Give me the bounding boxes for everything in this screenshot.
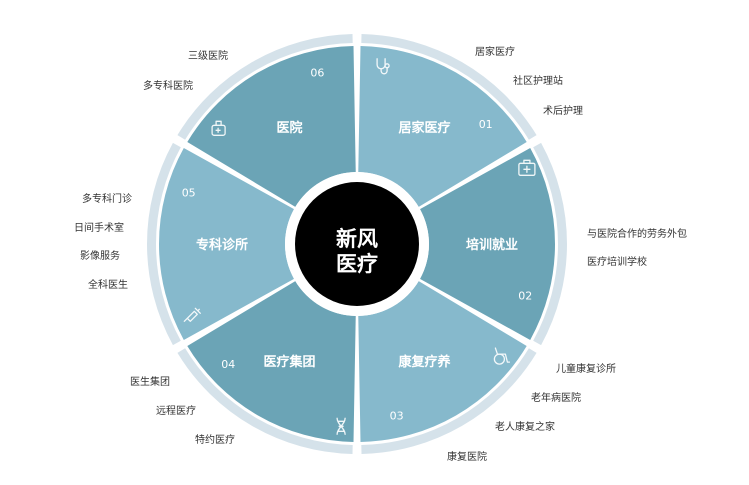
s1-item-2: 社区护理站: [513, 76, 563, 87]
s3-item-2: 老年病医院: [531, 393, 581, 404]
s2-ring: [533, 142, 567, 346]
s5-item-3: 影像服务: [80, 251, 120, 262]
s6-title: 医院: [276, 120, 302, 136]
s6-segment[interactable]: [187, 46, 356, 207]
s5-segment[interactable]: [158, 148, 295, 340]
s4-item-2: 远程医疗: [156, 406, 196, 417]
medical-kit-icon: [518, 159, 536, 176]
s4-segment[interactable]: [187, 281, 356, 442]
s2-item-1: 与医院合作的劳务外包: [587, 229, 687, 240]
s2-number: 02: [518, 290, 532, 303]
s3-item-4: 康复医院: [447, 452, 487, 463]
s4-number: 04: [221, 358, 235, 371]
syringe-icon: [183, 307, 201, 322]
s3-item-3: 老人康复之家: [495, 422, 555, 433]
doctor-bag-icon: [211, 120, 226, 136]
s5-title: 专科诊所: [196, 237, 248, 253]
s5-item-2: 日间手术室: [74, 223, 124, 234]
stethoscope-icon: [376, 58, 390, 75]
wheelchair-icon: [493, 347, 511, 365]
s4-title: 医疗集团: [263, 354, 315, 370]
s4-item-3: 特约医疗: [195, 435, 235, 446]
center-title-line1: 新风: [336, 227, 378, 251]
s6-item-2: 多专科医院: [143, 81, 193, 92]
s1-number: 01: [479, 118, 493, 131]
s3-number: 03: [390, 410, 404, 423]
s3-title: 康复疗养: [398, 354, 451, 370]
s1-item-1: 居家医疗: [475, 47, 515, 58]
s1-item-3: 术后护理: [543, 106, 583, 117]
s3-item-1: 儿童康复诊所: [556, 364, 616, 375]
s5-item-1: 多专科门诊: [82, 194, 132, 205]
s2-item-2: 医疗培训学校: [587, 257, 647, 268]
s5-ring: [147, 142, 181, 346]
s1-segment[interactable]: [358, 46, 527, 207]
s4-item-1: 医生集团: [130, 377, 170, 388]
center-circle: [295, 182, 419, 306]
s5-item-4: 全科医生: [88, 280, 128, 291]
s2-title: 培训就业: [466, 237, 518, 253]
s6-number: 06: [310, 67, 324, 80]
dna-icon: [336, 417, 346, 435]
s5-number: 05: [182, 187, 196, 200]
s6-item-1: 三级医院: [188, 51, 228, 62]
s3-segment[interactable]: [358, 281, 527, 442]
center-title-line2: 医疗: [336, 252, 378, 276]
s2-segment[interactable]: [419, 148, 556, 340]
s1-title: 居家医疗: [398, 120, 450, 136]
